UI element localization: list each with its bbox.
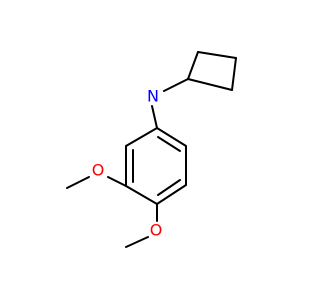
bond-o-upper-aryl xyxy=(107,176,127,187)
oxygen-upper-label: O xyxy=(92,161,105,180)
bond-n-aryl xyxy=(151,105,158,129)
bond-aryl-double-2 xyxy=(157,179,181,196)
structure-diagram: N O O xyxy=(66,51,237,248)
bond-aryl-double-1 xyxy=(157,136,181,152)
bond-cyclobutyl-2 xyxy=(197,51,237,59)
bond-aryl-6 xyxy=(125,127,158,147)
bond-o-upper-methyl xyxy=(66,176,90,189)
bond-o-lower-methyl xyxy=(125,236,149,248)
oxygen-lower-label: O xyxy=(150,221,163,240)
bond-cyclobutyl-4 xyxy=(187,78,233,91)
nitrogen-label: N xyxy=(147,87,159,106)
bond-aryl-1 xyxy=(156,127,187,147)
bond-cyclobutyl-3 xyxy=(231,57,237,91)
benzene-ring xyxy=(125,127,187,205)
bond-cyclobutyl-1 xyxy=(187,51,199,80)
bond-n-cyclobutyl xyxy=(163,78,189,92)
bond-aryl-4 xyxy=(125,185,158,205)
bond-aryl-3 xyxy=(156,184,187,205)
cyclobutyl-ring xyxy=(187,51,237,91)
